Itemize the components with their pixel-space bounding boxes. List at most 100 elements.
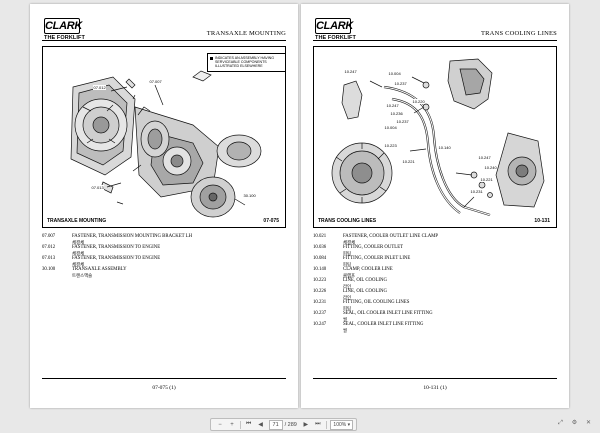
part-description: SEAL, OIL COOLER INLET LINE FITTING (343, 311, 433, 316)
header-rule (313, 40, 557, 41)
callout-label: 10.220 (412, 99, 426, 104)
zoom-in-icon[interactable]: + (230, 421, 234, 428)
callout-label: 10.247 (478, 155, 492, 160)
callout-label: 10.223 (384, 143, 398, 148)
zoom-value: 100% (333, 421, 347, 428)
prev-page-icon[interactable]: ◀ (258, 422, 263, 428)
callout-label: 10.237 (396, 119, 410, 124)
list-item: 10.226 LINE, OIL COOLING 라인 (313, 289, 557, 300)
exploded-view-figure: INDICATES AN ASSEMBLY HAVING SERVICEABLE… (42, 46, 286, 228)
part-code: 10.140 (313, 267, 327, 272)
page-number: 07-075 (1) (152, 385, 176, 391)
list-item: 10.021 FASTENER, COOLER OUTLET LINE CLAM… (313, 234, 557, 245)
part-code: 10.223 (313, 278, 327, 283)
part-description: SEAL, COOLER INLET LINE FITTING (343, 322, 424, 327)
close-icon[interactable]: ✕ (585, 420, 592, 426)
header-rule (42, 40, 286, 41)
list-item: 10.223 LINE, OIL COOLING 라인 (313, 278, 557, 289)
callout-label: 10.247 (386, 103, 400, 108)
callout-label: 10.247 (344, 69, 358, 74)
clark-logo: CLARK THE FORKLIFT (44, 18, 86, 41)
part-description: LINE, OIL COOLING (343, 289, 387, 294)
logo-wordmark: CLARK (44, 18, 82, 34)
section-title: TRANS COOLING LINES (480, 30, 557, 37)
part-description-native: 피팅 (343, 305, 352, 311)
list-item: 10.036 FITTING, COOLER OUTLET 피팅 (313, 245, 557, 256)
assembly-note: INDICATES AN ASSEMBLY HAVING SERVICEABLE… (207, 53, 285, 72)
clark-logo: CLARK THE FORKLIFT (315, 18, 357, 41)
part-description: TRANSAXLE ASSEMBLY (72, 267, 127, 272)
part-description: FASTENER, COOLER OUTLET LINE CLAMP (343, 234, 439, 239)
list-item: 30.100 TRANSAXLE ASSEMBLY 트랜스액슬 (42, 267, 286, 278)
document-page-right: CLARK THE FORKLIFT TRANS COOLING LINES (301, 4, 569, 408)
list-item: 07.013 FASTENER, TRANSMISSION TO ENGINE … (42, 256, 286, 267)
figure-caption: TRANSAXLE MOUNTING (47, 218, 107, 224)
parts-list: 07.007 FASTENER, TRANSMISSION MOUNTING B… (42, 234, 286, 278)
part-description-native: 씰 (343, 316, 348, 322)
part-code: 10.231 (313, 300, 327, 305)
settings-icon[interactable]: ⚙ (571, 420, 578, 426)
list-item: 10.247 SEAL, COOLER INLET LINE FITTING 씰 (313, 322, 557, 333)
callout-label: 10.236 (390, 111, 404, 116)
part-description-native: 피팅 (343, 250, 352, 256)
part-description-native: 체결체 (343, 239, 356, 245)
part-description: FITTING, COOLER INLET LINE (343, 256, 411, 261)
callout-label: 10.237 (394, 81, 408, 86)
part-description-native: 체결체 (72, 239, 85, 245)
part-description: FASTENER, TRANSMISSION TO ENGINE (72, 256, 161, 261)
callout-label: 07.007 (149, 79, 163, 84)
figure-caption: TRANS COOLING LINES (318, 218, 377, 224)
list-item: 10.231 FITTING, OIL COOLING LINES 피팅 (313, 300, 557, 311)
logo-tagline: THE FORKLIFT (315, 35, 356, 41)
part-code: 10.084 (313, 256, 327, 261)
figure-code: 10-131 (534, 218, 550, 224)
next-page-icon[interactable]: ▶ (303, 422, 309, 428)
fit-icon[interactable]: ⤢ (558, 420, 563, 426)
callout-label: 10.221 (480, 177, 494, 182)
logo-tagline: THE FORKLIFT (44, 35, 85, 41)
parts-list: 10.021 FASTENER, COOLER OUTLET LINE CLAM… (313, 234, 557, 333)
part-description: FASTENER, TRANSMISSION TO ENGINE (72, 245, 161, 250)
part-description-native: 씰 (343, 327, 348, 333)
part-code: 07.012 (42, 245, 56, 250)
list-item: 10.084 FITTING, COOLER INLET LINE 피팅 (313, 256, 557, 267)
zoom-select[interactable]: 100% ▾ (330, 419, 354, 430)
page-total: / 289 (284, 421, 297, 428)
document-page-left: CLARK THE FORKLIFT TRANSAXLE MOUNTING (30, 4, 298, 408)
part-code: 10.237 (313, 311, 327, 316)
footer-rule (42, 378, 286, 379)
part-code: 10.021 (313, 234, 327, 239)
transaxle-illustration (70, 70, 262, 218)
callout-label: 07.012 (93, 85, 107, 90)
callout-label: 10.140 (438, 145, 452, 150)
part-code: 10.036 (313, 245, 327, 250)
toolbar-divider (240, 420, 241, 429)
last-page-icon[interactable]: ⏭ (315, 421, 321, 427)
part-code: 10.247 (313, 322, 327, 327)
footer-rule (313, 378, 557, 379)
cooling-lines-illustration (331, 58, 545, 217)
part-description-native: 라인 (343, 294, 352, 300)
part-description-native: 피팅 (343, 261, 352, 267)
page-navigation-controls: − + ⏮ ◀ 71 / 289 ▶ ⏭ 100% ▾ (210, 418, 358, 431)
part-code: 30.100 (42, 267, 56, 272)
page-number: 10-131 (1) (423, 385, 447, 391)
toolbar-divider (325, 420, 327, 429)
zoom-out-icon[interactable]: − (218, 421, 222, 428)
callout-label: 10.231 (470, 189, 484, 194)
page-number-input[interactable]: 71 (268, 419, 283, 430)
part-description-native: 체결체 (72, 250, 85, 256)
callout-label: 10.004 (384, 125, 398, 130)
part-code: 07.013 (42, 256, 56, 261)
list-item: 10.237 SEAL, OIL COOLER INLET LINE FITTI… (313, 311, 557, 322)
logo-wordmark: CLARK (315, 18, 353, 34)
figure-code: 07-075 (263, 218, 279, 224)
callout-label: 10.221 (402, 159, 416, 164)
part-description-native: 체결체 (72, 261, 85, 267)
part-description: FITTING, OIL COOLING LINES (343, 300, 410, 305)
part-description: LINE, OIL COOLING (343, 278, 387, 283)
callout-label: 10.004 (388, 71, 402, 76)
first-page-icon[interactable]: ⏮ (245, 421, 252, 427)
part-code: 10.226 (313, 289, 327, 294)
callout-label: 10.240 (484, 165, 498, 170)
